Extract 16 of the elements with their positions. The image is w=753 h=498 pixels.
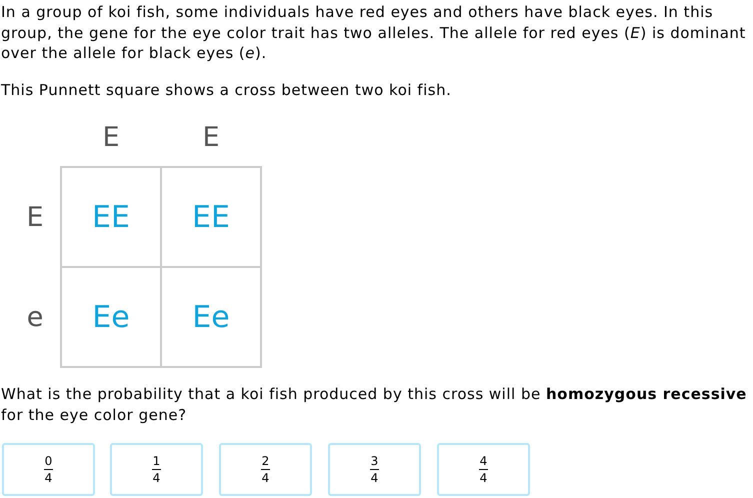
intro-text: This Punnett square shows a cross between two koi fish. [1, 80, 452, 100]
allele-label: E [101, 122, 121, 154]
allele-label: E [201, 122, 221, 154]
allele-label: e [26, 302, 44, 334]
intro-text: In a group of koi fish, some individuals have red eyes and others have black eyes. In this group, the gene for the eye color trait has two alleles. The allele for red eyes (E) is dominant over the allele for black eyes (e). [1, 2, 747, 64]
answer-button: 4 4 [437, 443, 530, 496]
punnett-cell: EE [160, 166, 262, 268]
answer-button: 3 4 [328, 443, 421, 496]
answer-button: 0 4 [2, 443, 95, 496]
question-text: What is the probability that a koi fish produced by this cross will be homozygous recessive for the eye color gene? [1, 384, 748, 425]
punnett-cell: EE [60, 166, 162, 268]
punnett-cell: Ee [60, 266, 162, 368]
allele-label: E [25, 202, 45, 234]
answer-button: 2 4 [219, 443, 312, 496]
answer-button: 1 4 [110, 443, 203, 496]
punnett-cell: Ee [160, 266, 262, 368]
